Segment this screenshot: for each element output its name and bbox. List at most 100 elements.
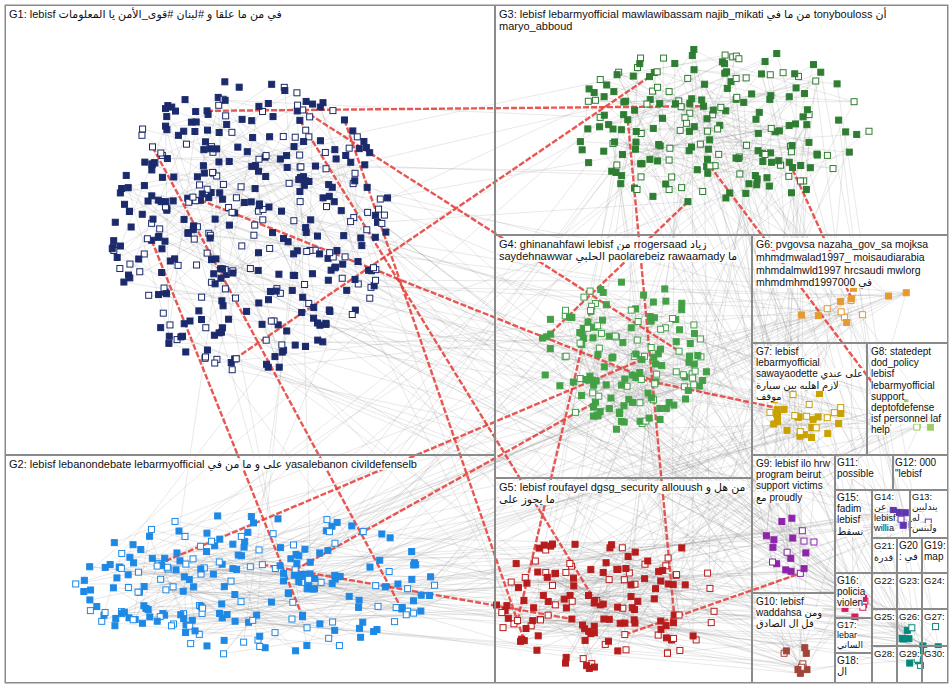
vertex-icon: [166, 333, 172, 339]
vertex-icon: [238, 599, 244, 605]
vertex-icon: [162, 555, 168, 561]
vertex-icon: [204, 250, 210, 256]
vertex-icon: [767, 72, 773, 78]
vertex-icon: [723, 195, 729, 201]
vertex-icon: [793, 121, 799, 127]
vertex-icon: [202, 139, 208, 145]
vertex-icon: [154, 563, 160, 569]
tie-line: [635, 92, 669, 150]
vertex-icon: [158, 325, 164, 331]
vertex-icon: [618, 181, 624, 187]
group-tie: [153, 147, 402, 609]
vertex-icon: [182, 97, 188, 103]
vertex-icon: [743, 75, 749, 81]
tie-line: [725, 64, 855, 102]
vertex-icon: [686, 128, 692, 134]
tie-line: [600, 80, 697, 170]
vertex-icon: [686, 353, 692, 359]
tie-line: [226, 198, 323, 275]
tie-line: [270, 291, 781, 521]
vertex-icon: [289, 287, 295, 293]
vertex-icon: [635, 319, 641, 325]
vertex-icon: [229, 367, 235, 373]
tie-line: [148, 201, 538, 636]
tie-line: [207, 253, 283, 350]
tie-line: [133, 545, 176, 570]
vertex-icon: [736, 56, 742, 62]
vertex-icon: [304, 625, 310, 631]
vertex-icon: [267, 245, 273, 251]
group-tie: [152, 240, 303, 617]
vertex-icon: [634, 187, 640, 193]
vertex-icon: [171, 174, 177, 180]
vertex-icon: [744, 142, 750, 148]
vertex-icon: [691, 46, 697, 52]
frame: [5, 5, 948, 683]
vertex-icon: [185, 230, 191, 236]
tie-line: [225, 270, 841, 414]
vertex-icon: [650, 193, 656, 199]
tie-line: [181, 615, 801, 674]
group-tie: [547, 202, 688, 337]
vertex-icon: [280, 134, 286, 140]
vertex-icon: [399, 604, 405, 610]
tie-line: [158, 237, 863, 598]
tie-line: [755, 176, 928, 407]
tie-line: [146, 608, 374, 631]
tie-line: [151, 529, 335, 579]
tie-line: [744, 102, 747, 145]
vertex-icon: [130, 617, 136, 623]
tie-line: [777, 54, 936, 627]
vertex-icon: [691, 330, 697, 336]
vertex-icon: [196, 308, 202, 314]
tie-line: [291, 296, 889, 559]
vertex-icon: [324, 517, 330, 523]
vertex-icon: [766, 183, 772, 189]
vertex-icon: [125, 185, 131, 191]
tie-line: [102, 562, 220, 621]
vertex-icon: [647, 74, 653, 80]
tie-line: [212, 260, 799, 418]
vertex-icon: [702, 81, 708, 87]
vertex-icon: [807, 165, 813, 171]
vertex-icon: [755, 130, 761, 136]
vertex-icon: [256, 103, 262, 109]
tie-line: [367, 230, 923, 646]
vertex-icon: [322, 149, 328, 155]
vertex-icon: [352, 276, 358, 282]
vertex-icon: [333, 156, 339, 162]
tie-line: [613, 144, 708, 174]
tie-line: [617, 569, 674, 615]
vertex-icon: [798, 163, 804, 169]
vertex-icon: [276, 364, 282, 370]
vertex-icon: [159, 269, 165, 275]
vertex-icon: [358, 634, 364, 640]
vertex-icon: [769, 159, 775, 165]
vertex-icon: [279, 208, 285, 214]
vertex-icon: [542, 372, 548, 378]
vertex-icon: [252, 186, 258, 192]
vertex-icon: [768, 125, 774, 131]
vertex-icon: [764, 175, 770, 181]
vertex-icon: [577, 376, 583, 382]
tie-line: [166, 114, 209, 126]
vertex-icon: [685, 75, 691, 81]
vertex-icon: [218, 275, 224, 281]
vertex-icon: [221, 651, 227, 657]
vertex-icon: [661, 55, 667, 61]
vertex-icon: [707, 137, 713, 143]
vertex-icon: [296, 177, 302, 183]
vertex-icon: [217, 611, 223, 617]
vertex-icon: [317, 550, 323, 556]
vertex-icon: [247, 564, 253, 570]
vertex-icon: [151, 160, 157, 166]
vertex-icon: [288, 556, 294, 562]
vertex-icon: [219, 601, 225, 607]
tie-line: [133, 545, 361, 638]
vertex-icon: [410, 598, 416, 604]
vertex-icon: [655, 158, 661, 164]
vertex-icon: [216, 102, 222, 108]
tie-line: [270, 248, 791, 558]
tie-line: [314, 428, 811, 589]
tie-line: [225, 100, 310, 117]
